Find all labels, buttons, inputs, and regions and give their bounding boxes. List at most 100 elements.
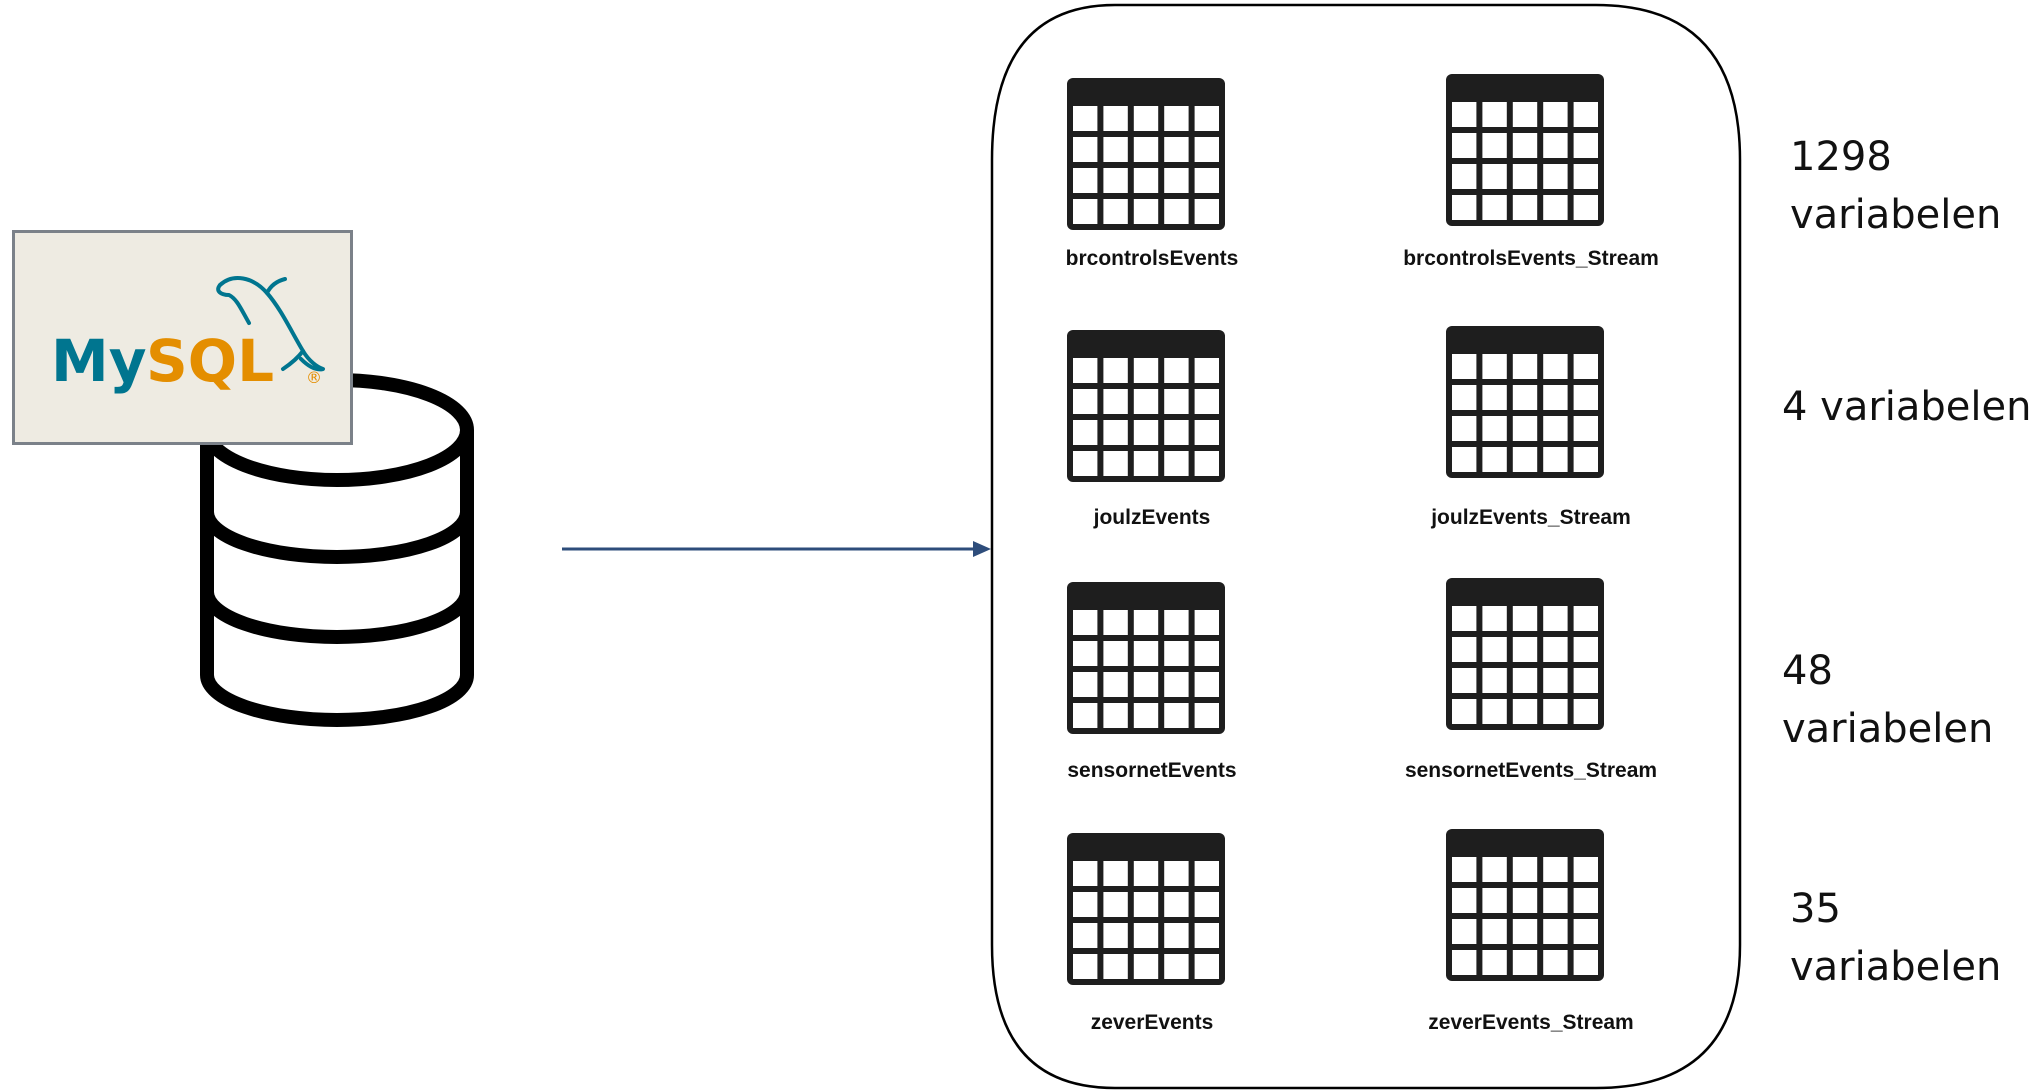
table-cell bbox=[1543, 385, 1568, 410]
logo-text-my: My bbox=[51, 327, 147, 395]
table-cell bbox=[1482, 699, 1507, 724]
table-cell bbox=[1512, 637, 1538, 662]
table-cell bbox=[1452, 637, 1477, 662]
table-cell bbox=[1512, 164, 1538, 189]
table-cell bbox=[1103, 954, 1128, 979]
table-label: brcontrolsEvents_Stream bbox=[1403, 247, 1659, 270]
table-label: joulzEvents_Stream bbox=[1431, 506, 1631, 529]
table-cell bbox=[1133, 451, 1159, 476]
table-cell bbox=[1164, 451, 1189, 476]
variable-count: 4 variabelen bbox=[1782, 378, 2032, 436]
table-cell bbox=[1452, 416, 1477, 441]
table-cell bbox=[1452, 102, 1477, 127]
table-cell bbox=[1073, 923, 1098, 948]
logo-registered-mark: ® bbox=[306, 368, 322, 387]
table-cell bbox=[1452, 919, 1477, 944]
table-cell bbox=[1194, 610, 1219, 635]
table-cell bbox=[1482, 606, 1507, 631]
table-cell bbox=[1194, 106, 1219, 131]
table-cell bbox=[1482, 195, 1507, 220]
table-cell bbox=[1573, 416, 1598, 441]
table-cell bbox=[1164, 892, 1189, 917]
table-label: zeverEvents_Stream bbox=[1428, 1011, 1634, 1034]
table-cell bbox=[1573, 950, 1598, 975]
table-cell bbox=[1512, 133, 1538, 158]
table-cell bbox=[1543, 888, 1568, 913]
table-cell bbox=[1133, 672, 1159, 697]
table-cell bbox=[1452, 385, 1477, 410]
table-label: joulzEvents bbox=[1093, 506, 1211, 529]
variable-count: 48 variabelen bbox=[1782, 642, 1993, 758]
table-cell bbox=[1543, 950, 1568, 975]
table-cell bbox=[1573, 919, 1598, 944]
table-icon bbox=[1446, 74, 1604, 226]
table-cell bbox=[1482, 416, 1507, 441]
table-cell bbox=[1573, 102, 1598, 127]
dolphin-icon bbox=[216, 276, 325, 372]
table-cell bbox=[1164, 923, 1189, 948]
table-label: sensornetEvents_Stream bbox=[1404, 759, 1658, 782]
table-cell bbox=[1482, 164, 1507, 189]
table-cell bbox=[1164, 358, 1189, 383]
table-cell bbox=[1194, 451, 1219, 476]
table-cell bbox=[1103, 610, 1128, 635]
table-cell bbox=[1482, 102, 1507, 127]
table-cell bbox=[1573, 606, 1598, 631]
table-cell bbox=[1512, 606, 1538, 631]
table-cell bbox=[1164, 106, 1189, 131]
table-cell bbox=[1543, 195, 1568, 220]
logo-text-sql: SQL bbox=[146, 327, 274, 395]
table-cell bbox=[1133, 923, 1159, 948]
table-cell bbox=[1573, 164, 1598, 189]
table-cell bbox=[1452, 133, 1477, 158]
table-cell bbox=[1133, 106, 1159, 131]
variable-count-line1: 1298 bbox=[1790, 134, 1892, 180]
table-cell bbox=[1103, 168, 1128, 193]
table-cell bbox=[1482, 385, 1507, 410]
table-cell bbox=[1543, 354, 1568, 379]
table-cell bbox=[1073, 168, 1098, 193]
table-cell bbox=[1194, 358, 1219, 383]
table-cell bbox=[1573, 385, 1598, 410]
table-label: sensornetEvents bbox=[1067, 759, 1237, 782]
variable-count-line1: 4 variabelen bbox=[1782, 384, 2032, 430]
table-cell bbox=[1194, 641, 1219, 666]
table-cell bbox=[1164, 199, 1189, 224]
table-cell bbox=[1512, 102, 1538, 127]
table-cell bbox=[1543, 699, 1568, 724]
table-cell bbox=[1482, 637, 1507, 662]
table-cell bbox=[1512, 888, 1538, 913]
table-icon bbox=[1067, 78, 1225, 230]
table-cell bbox=[1133, 703, 1159, 728]
table-cell bbox=[1482, 133, 1507, 158]
table-cell bbox=[1482, 668, 1507, 693]
table-cell bbox=[1073, 420, 1098, 445]
table-cell bbox=[1073, 703, 1098, 728]
mysql-logo: My SQL ® bbox=[12, 230, 353, 445]
table-cell bbox=[1133, 861, 1159, 886]
table-cell bbox=[1194, 923, 1219, 948]
table-cell bbox=[1133, 389, 1159, 414]
table-cell bbox=[1452, 195, 1477, 220]
table-cell bbox=[1482, 857, 1507, 882]
table-cell bbox=[1573, 888, 1598, 913]
table-cell bbox=[1573, 354, 1598, 379]
table-icon bbox=[1067, 833, 1225, 985]
table-cell bbox=[1482, 919, 1507, 944]
table-cell bbox=[1103, 358, 1128, 383]
table-cell bbox=[1073, 610, 1098, 635]
table-cell bbox=[1133, 892, 1159, 917]
table-cell bbox=[1452, 354, 1477, 379]
variable-count-line2: variabelen bbox=[1790, 944, 2002, 990]
table-cell bbox=[1073, 106, 1098, 131]
table-cell bbox=[1164, 954, 1189, 979]
table-cell bbox=[1543, 857, 1568, 882]
table-cell bbox=[1573, 668, 1598, 693]
table-cell bbox=[1073, 199, 1098, 224]
table-cell bbox=[1543, 637, 1568, 662]
table-cell bbox=[1164, 137, 1189, 162]
table-cell bbox=[1543, 164, 1568, 189]
table-cell bbox=[1543, 133, 1568, 158]
table-cell bbox=[1573, 857, 1598, 882]
table-cell bbox=[1073, 892, 1098, 917]
